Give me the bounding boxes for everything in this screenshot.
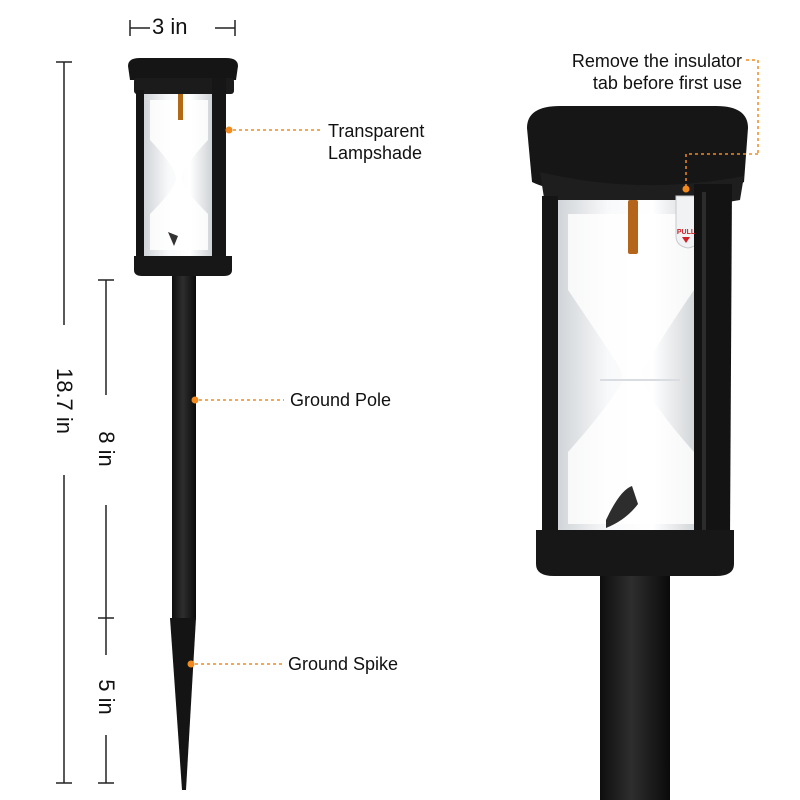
dimension-pole (98, 279, 114, 619)
leader-pole (191, 396, 284, 404)
insulator-label: Remove the insulator tab before first us… (572, 50, 742, 94)
spike-length-label: 5 in (94, 679, 119, 715)
lampshade-label-line2: Lampshade (328, 143, 423, 163)
dimension-total-height (56, 61, 72, 784)
pole-length-label: 8 in (94, 431, 119, 467)
pole-label: Ground Pole (290, 390, 392, 410)
tab-pull-text: PULL (677, 229, 696, 236)
leader-lampshade (225, 126, 322, 134)
tab-arrow-icon (682, 237, 690, 243)
insulator-label-line1: Remove the insulator (571, 51, 742, 71)
lamp-large (527, 106, 748, 800)
total-height-label: 18.7 in (52, 367, 77, 435)
lampshade-label: Transparent Lampshade (328, 120, 424, 164)
leader-insulator (682, 59, 759, 193)
lamp-small (128, 58, 238, 790)
dimension-spike (98, 618, 114, 784)
insulator-label-line2: tab before first use (592, 73, 742, 93)
dimension-width (129, 20, 236, 36)
lampshade-label-line1: Transparent (328, 121, 425, 141)
spike-label: Ground Spike (288, 654, 399, 674)
leader-spike (187, 660, 282, 668)
width-label: 3 in (152, 14, 188, 39)
